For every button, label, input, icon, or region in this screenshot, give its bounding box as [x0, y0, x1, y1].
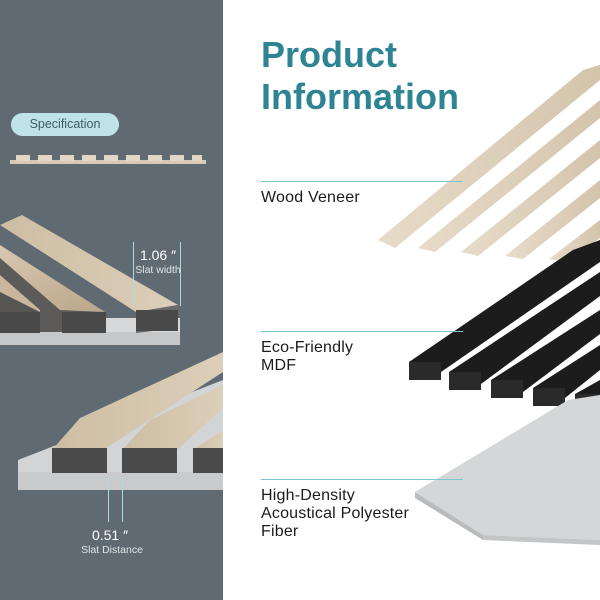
title-line-2: Information [261, 76, 459, 117]
layer-exploded-view [378, 65, 600, 545]
slat-distance-caption: Slat Distance [81, 544, 143, 556]
mdf-callout-line [261, 331, 463, 332]
slat-width-caption: Slat width [135, 264, 181, 276]
polyester-fiber-label: High-Density Acoustical Polyester Fiber [261, 487, 410, 540]
polyester-fiber-layer [415, 395, 600, 545]
specification-badge: Specification [11, 113, 119, 136]
page-title: Product Information [261, 34, 459, 118]
slat-distance-guide [108, 478, 109, 522]
slat-width-value: 1.06 ″ [139, 247, 177, 263]
slat-width-guide-right [180, 242, 181, 306]
slat-distance-value: 0.51 ″ [91, 527, 129, 543]
specification-panel: Specification [0, 0, 223, 600]
slat-distance-illustration [18, 352, 223, 490]
slat-width-illustration [0, 215, 180, 345]
slat-width-guide [133, 242, 134, 306]
wood-veneer-layer [378, 65, 600, 262]
polyester-callout-line [261, 479, 463, 480]
title-line-1: Product [261, 34, 398, 75]
mdf-label: Eco-Friendly MDF [261, 339, 354, 374]
wood-veneer-callout-line [261, 181, 463, 182]
slat-distance-guide-right [122, 478, 123, 522]
product-information-panel: Product Information [223, 0, 600, 600]
mdf-layer [409, 240, 600, 412]
wood-veneer-label: Wood Veneer [261, 189, 360, 206]
specification-illustrations [0, 155, 223, 490]
slat-profile-strip [10, 155, 206, 164]
